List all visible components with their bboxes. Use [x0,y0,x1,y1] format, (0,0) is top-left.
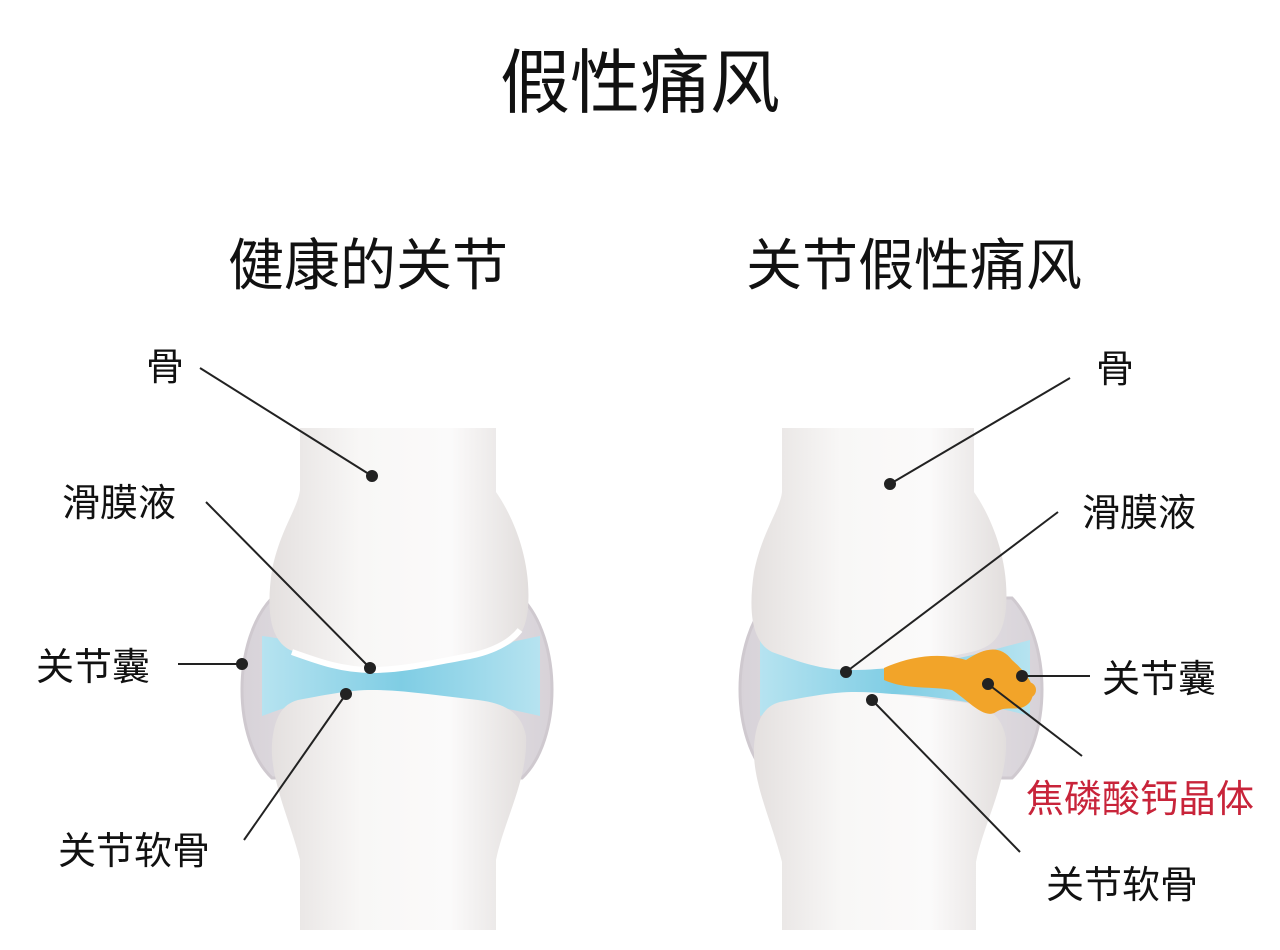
label-cartilage-left: 关节软骨 [58,829,211,873]
label-synovial-fluid-left: 滑膜液 [62,481,177,525]
cartilage-upper-left [290,628,523,674]
label-bone-right: 骨 [1096,347,1135,391]
calcium-pyrophosphate-crystals [884,649,1034,714]
page-title: 假性痛风 [500,42,780,124]
label-cartilage-right: 关节软骨 [1046,863,1199,907]
crystal-deposit [1020,682,1036,698]
pseudogout-joint-title: 关节假性痛风 [746,234,1082,299]
lower-bone-right [753,692,1007,930]
upper-bone-right [751,428,1007,670]
label-joint-capsule-right: 关节囊 [1102,657,1217,701]
label-bone-left: 骨 [146,345,185,389]
lower-bone-left [271,690,527,930]
left-leader-lines [178,367,378,841]
label-joint-capsule-left: 关节囊 [36,645,151,689]
right-leader-lines [840,377,1090,853]
label-synovial-fluid-right: 滑膜液 [1082,491,1197,535]
healthy-joint [240,428,554,930]
upper-bone-left [269,428,529,668]
healthy-joint-title: 健康的关节 [228,234,508,299]
label-crystals: 焦磷酸钙晶体 [1026,777,1255,821]
pseudogout-joint [738,428,1044,930]
